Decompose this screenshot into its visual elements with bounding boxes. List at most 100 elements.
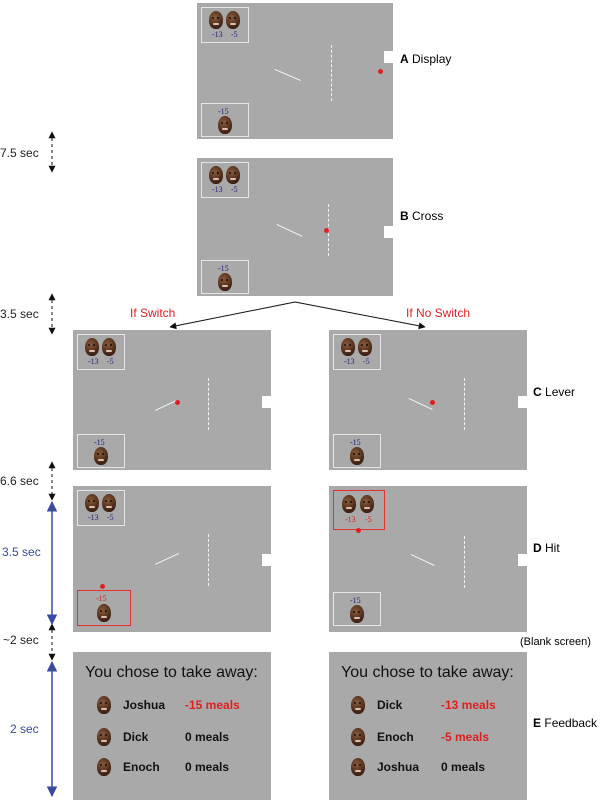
feedback-title: You chose to take away: xyxy=(85,664,258,681)
score-label: -13 xyxy=(345,515,356,524)
branch-arrow-switch xyxy=(169,301,296,330)
screen-hit-switch: -13 -5 -15 xyxy=(73,486,272,632)
screen-hit-no-switch: -13 -5 -15 xyxy=(329,486,528,632)
feedback-value: 0 meals xyxy=(185,760,230,774)
screen-feedback-switch: You chose to take away: Joshua -15 meals… xyxy=(73,652,271,800)
branch-label-switch: If Switch xyxy=(130,306,176,320)
score-label: -15 xyxy=(94,438,105,447)
step-label-b: B Cross xyxy=(400,209,444,223)
face-icon xyxy=(351,696,365,714)
face-icon xyxy=(102,338,116,356)
timing-label: 6.6 sec xyxy=(0,474,39,488)
feedback-value: -13 meals xyxy=(441,698,496,712)
target-line xyxy=(208,534,209,586)
face-icon xyxy=(85,338,99,356)
feedback-value: -15 meals xyxy=(185,698,240,712)
screen-display: -13 -5 -15 xyxy=(197,3,394,139)
timing-label: 7.5 sec xyxy=(0,146,39,160)
score-label: -13 xyxy=(88,513,99,522)
score-label: -15 xyxy=(350,438,361,447)
target-line xyxy=(208,378,209,430)
feedback-value: -5 meals xyxy=(441,730,490,744)
feedback-name: Enoch xyxy=(123,760,160,774)
timing-label: 2 sec xyxy=(10,722,39,736)
face-icon xyxy=(342,495,356,513)
timing-label: ~2 sec xyxy=(3,633,39,647)
score-label: -5 xyxy=(363,357,370,366)
pair-face-box: -13 -5 xyxy=(333,334,381,370)
score-label: -13 xyxy=(212,185,223,194)
score-label: -5 xyxy=(107,513,114,522)
target-line xyxy=(331,45,332,101)
face-icon xyxy=(209,166,223,184)
step-label-e: E Feedback xyxy=(533,716,598,730)
timing-label: 3.5 sec xyxy=(2,545,41,559)
score-label: -5 xyxy=(231,30,238,39)
face-icon xyxy=(360,495,374,513)
face-icon xyxy=(97,758,111,776)
face-icon xyxy=(350,447,364,465)
ball xyxy=(100,584,105,589)
screen-lever-switch: -13 -5 -15 xyxy=(73,330,272,470)
feedback-value: 0 meals xyxy=(185,730,230,744)
score-label: -5 xyxy=(231,185,238,194)
single-face-box: -15 xyxy=(77,434,125,468)
face-icon xyxy=(209,11,223,29)
score-label: -15 xyxy=(96,594,107,603)
lever xyxy=(155,399,178,411)
feedback-name: Enoch xyxy=(377,730,414,744)
face-icon xyxy=(226,166,240,184)
feedback-name: Dick xyxy=(377,698,403,712)
single-face-box: -15 xyxy=(333,434,381,468)
face-icon xyxy=(97,728,111,746)
ball xyxy=(175,400,180,405)
ball xyxy=(324,228,329,233)
screen-cross: -13 -5 -15 xyxy=(197,158,394,296)
pair-face-box: -13 -5 xyxy=(77,334,125,370)
face-icon xyxy=(97,696,111,714)
screen-feedback-no-switch: You chose to take away: Dick -13 meals E… xyxy=(329,652,527,800)
face-icon xyxy=(85,494,99,512)
feedback-name: Dick xyxy=(123,730,149,744)
face-icon xyxy=(341,338,355,356)
ball xyxy=(378,69,383,74)
score-label: -13 xyxy=(212,30,223,39)
feedback-name: Joshua xyxy=(123,698,166,712)
score-label: -13 xyxy=(344,357,355,366)
branch-label-no-switch: If No Switch xyxy=(406,306,471,320)
step-label-c: C Lever xyxy=(533,385,576,399)
target-line xyxy=(464,378,465,430)
lever xyxy=(410,554,435,566)
face-icon xyxy=(226,11,240,29)
face-icon xyxy=(351,758,365,776)
face-icon xyxy=(351,728,365,746)
score-label: -13 xyxy=(88,357,99,366)
pair-face-box: -13 -5 xyxy=(77,490,125,526)
step-label-d: D Hit xyxy=(533,541,560,555)
single-face-box: -15 xyxy=(201,260,249,294)
score-label: -15 xyxy=(218,107,229,116)
face-icon xyxy=(218,273,232,291)
face-icon xyxy=(358,338,372,356)
feedback-name: Joshua xyxy=(377,760,420,774)
lever xyxy=(408,398,433,410)
blank-screen-label: (Blank screen) xyxy=(520,636,591,648)
pair-face-box-hit: -13 -5 xyxy=(333,490,385,530)
pair-face-box: -13 -5 xyxy=(201,7,249,43)
face-icon xyxy=(102,494,116,512)
screen-lever-no-switch: -13 -5 -15 xyxy=(329,330,528,470)
face-icon xyxy=(94,447,108,465)
ball xyxy=(356,528,361,533)
score-label: -15 xyxy=(218,264,229,273)
target-line xyxy=(464,536,465,588)
timing-label: 3.5 sec xyxy=(0,307,39,321)
face-icon xyxy=(97,604,111,622)
score-label: -5 xyxy=(107,357,114,366)
single-face-box-hit: -15 xyxy=(77,590,131,626)
face-icon xyxy=(350,605,364,623)
lever xyxy=(155,553,179,565)
single-face-box: -15 xyxy=(201,103,249,137)
feedback-title: You chose to take away: xyxy=(341,664,514,681)
branch-arrow-no-switch xyxy=(294,301,426,330)
